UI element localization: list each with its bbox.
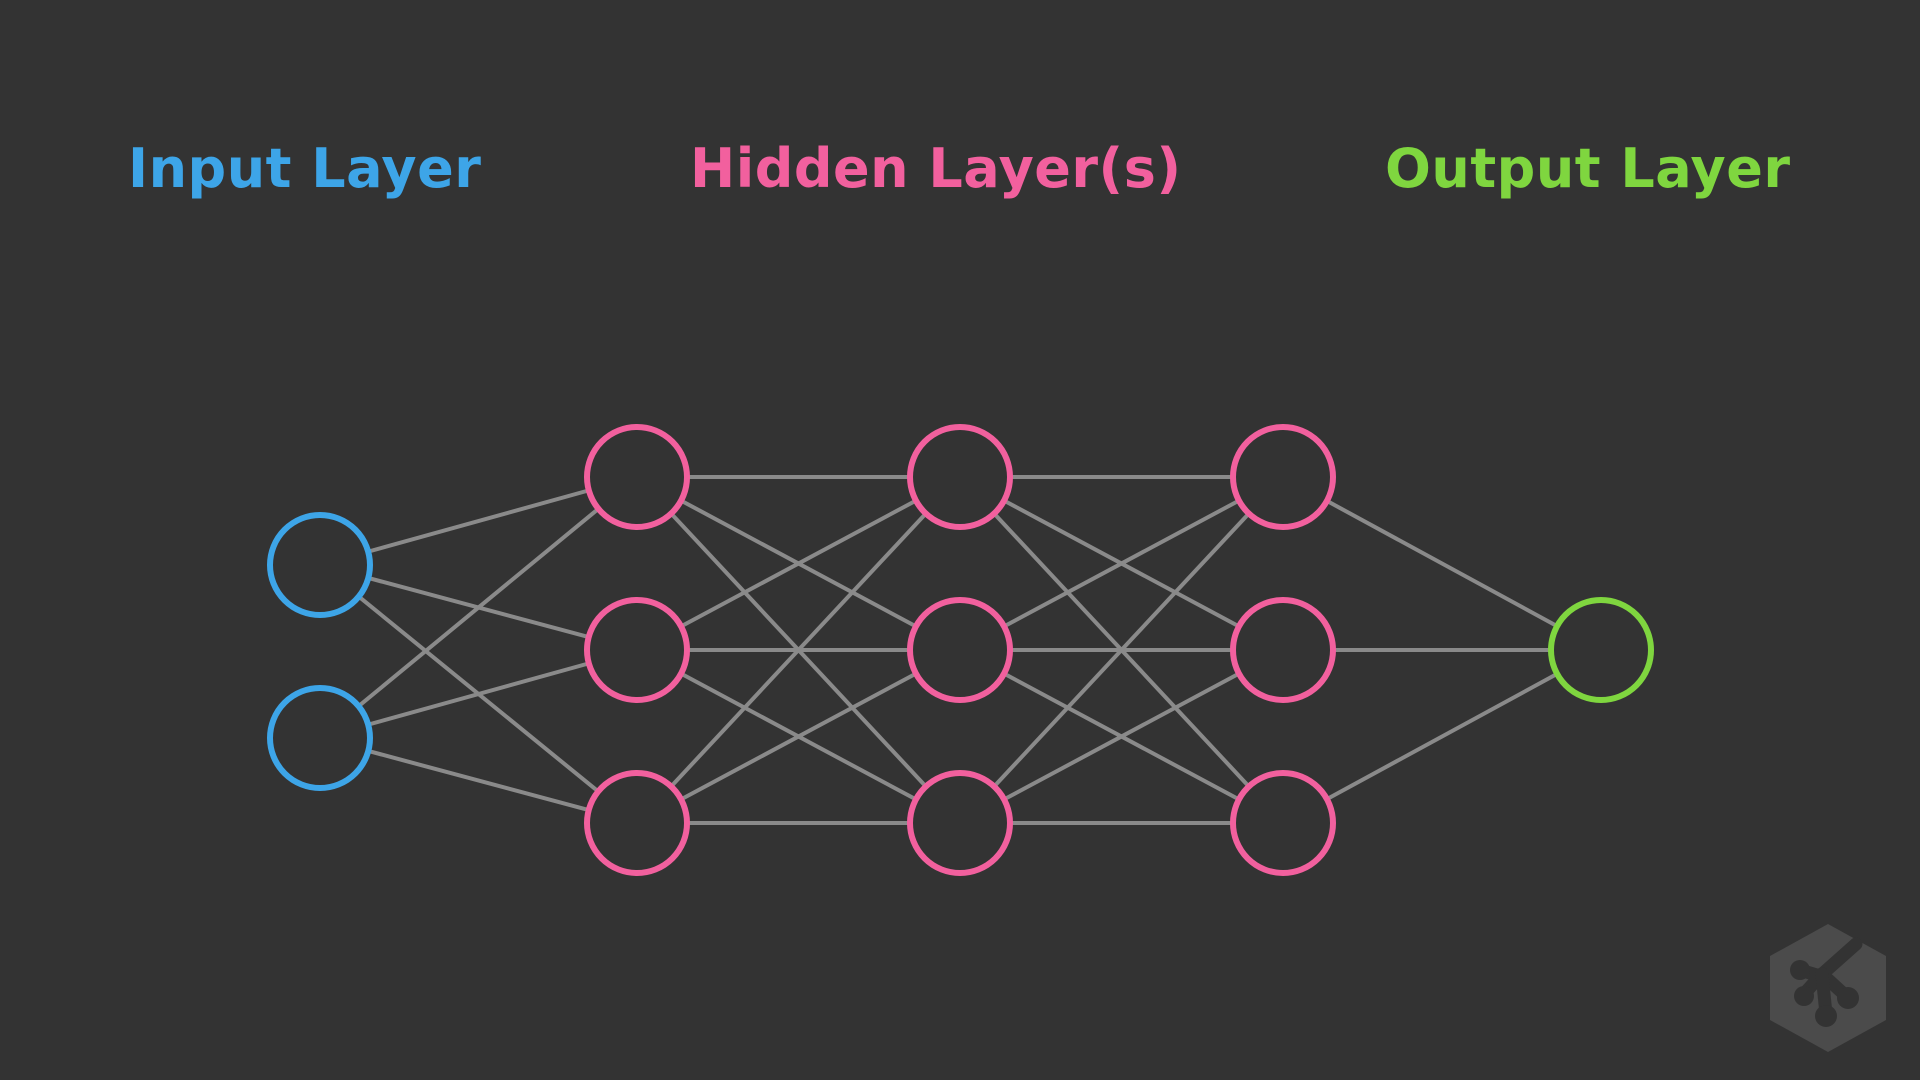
input-layer-title: Input Layer (128, 137, 482, 200)
connection-edge (366, 661, 591, 727)
connection-edge (1002, 498, 1241, 629)
connection-edge (366, 488, 591, 554)
connection-edge (679, 498, 918, 629)
neuron-node-h3_1 (1230, 424, 1336, 530)
connection-edge (366, 748, 591, 813)
neuron-node-h1_1 (584, 424, 690, 530)
watermark-neuron-glyph (1790, 937, 1863, 1027)
neuron-node-i2 (267, 685, 373, 791)
connection-edge (1324, 498, 1560, 629)
hexagon-neuron-logo-icon (1770, 924, 1886, 1052)
connection-edge (1324, 671, 1560, 802)
hidden-layer-title: Hidden Layer(s) (690, 137, 1182, 200)
neuron-node-h1_3 (584, 770, 690, 876)
connection-edge (669, 511, 928, 789)
neuron-node-h2_1 (907, 424, 1013, 530)
connection-edges (356, 475, 1560, 825)
neuron-node-o1 (1548, 597, 1654, 703)
neuron-node-h2_2 (907, 597, 1013, 703)
neuron-node-h3_3 (1230, 770, 1336, 876)
output-layer-title: Output Layer (1385, 137, 1791, 200)
connection-edge (992, 511, 1251, 789)
neuron-node-h2_3 (907, 770, 1013, 876)
connection-edge (356, 506, 601, 709)
neuron-node-h1_2 (584, 597, 690, 703)
neuron-node-h3_2 (1230, 597, 1336, 703)
neuron-node-i1 (267, 512, 373, 618)
connection-edge (1002, 671, 1241, 802)
neuron-nodes (267, 424, 1654, 876)
connection-edge (679, 671, 918, 802)
